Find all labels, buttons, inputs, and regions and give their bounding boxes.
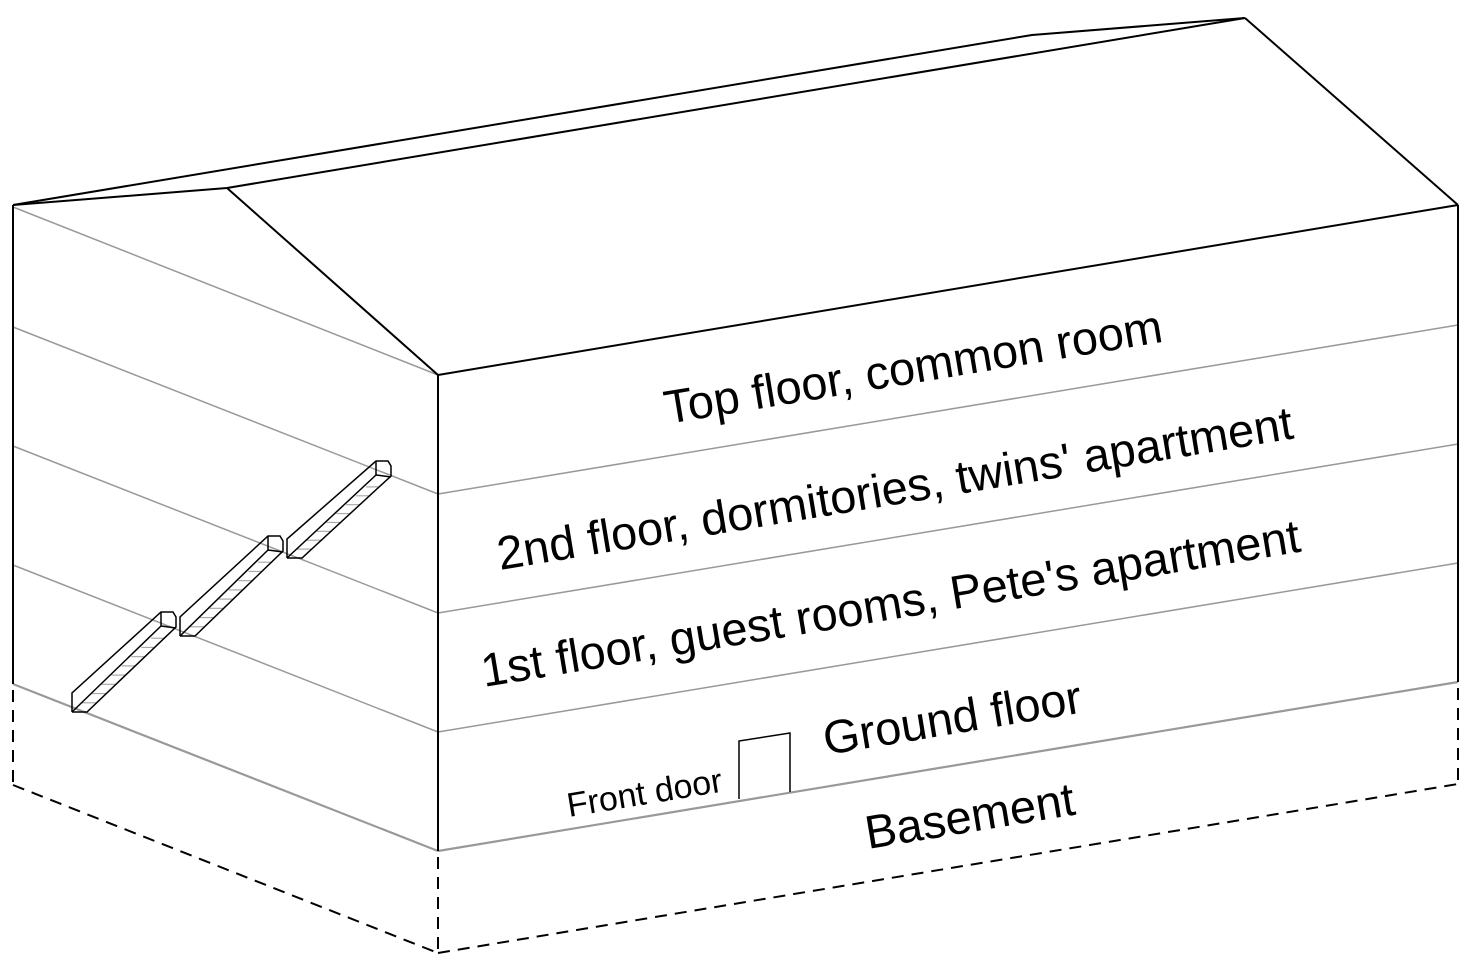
stair-landing-edge	[267, 549, 284, 553]
staircase	[71, 460, 392, 713]
left-side-floor-lines	[12, 206, 439, 853]
floor-labels: Top floor, common room 2nd floor, dormit…	[477, 299, 1304, 859]
left-floor-line-3	[12, 564, 439, 733]
label-basement: Basement	[861, 772, 1078, 859]
front-ground-line	[437, 680, 1459, 853]
stair-flight-outline	[286, 460, 392, 559]
front-floor-line-3	[437, 562, 1459, 733]
basement-left-bottom	[12, 784, 439, 954]
front-floor-lines	[437, 324, 1459, 853]
stair-landing-edge	[375, 474, 392, 478]
basement-front-bottom	[437, 783, 1459, 954]
front-floor-line-1	[437, 324, 1459, 495]
left-ground-line	[12, 682, 439, 853]
stair-flight-outline	[179, 535, 284, 637]
roof	[12, 17, 1459, 376]
walls	[12, 205, 1459, 851]
stair-inner-edge	[286, 474, 377, 559]
stair-inner-edge	[179, 549, 269, 637]
roof-front-eave	[437, 204, 1459, 376]
left-floor-line-roof	[12, 206, 439, 376]
left-floor-line-1	[12, 326, 439, 495]
front-door	[738, 732, 791, 799]
label-top-floor: Top floor, common room	[660, 299, 1166, 434]
left-floor-line-2	[12, 445, 439, 614]
front-floor-line-2	[437, 443, 1459, 614]
front-door-icon	[738, 732, 791, 799]
basement-outline	[12, 688, 1459, 954]
stair-landing-edge	[160, 625, 177, 629]
stair-flight-1	[71, 611, 177, 713]
roof-gable-edge	[226, 187, 439, 376]
stair-inner-edge	[71, 625, 162, 713]
stair-flight-outline	[71, 611, 177, 713]
roof-back-eave	[12, 17, 1246, 206]
roof-ridge-line	[12, 17, 1246, 206]
label-front-door: Front door	[564, 762, 725, 825]
stair-flight-3	[286, 460, 392, 559]
stair-flight-2	[179, 535, 284, 637]
roof-right-edge	[1244, 17, 1459, 206]
